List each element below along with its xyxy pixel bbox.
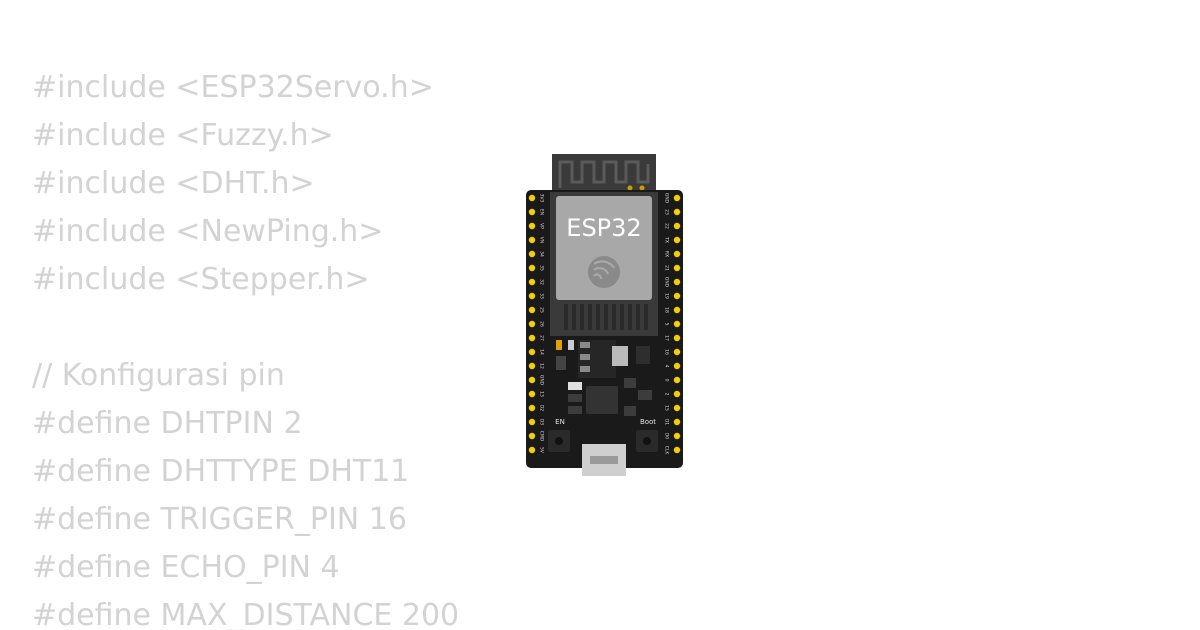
pin-label: 4 [664,365,670,368]
pin-label: 27 [539,335,545,341]
code-line: #include <Stepper.h> [32,262,370,297]
pin-label: CMD [539,431,545,442]
pin-label: 33 [539,293,545,299]
pin-label: RX [664,251,670,257]
pin-label: 12 [539,363,545,369]
en-label: EN [555,418,565,426]
pin-label: 18 [664,307,670,313]
rf-shield [556,196,652,300]
pin-label: 15 [664,405,670,411]
pin-label: 19 [664,293,670,299]
pin-label: 23 [664,209,670,215]
pin-label: 25 [539,307,545,313]
code-line: #define DHTTYPE DHT11 [32,454,410,489]
pin-label: 21 [664,265,670,271]
antenna-trace [558,160,650,188]
pin-label: 16 [664,349,670,355]
code-line-blank [32,304,512,352]
code-line: #define MAX_DISTANCE 200 [32,598,460,630]
pin-label: CLK [664,446,670,456]
pin-label: 2 [664,393,670,396]
pin-header-right [673,194,681,454]
code-line: #define TRIGGER_PIN 16 [32,502,407,537]
code-line: #define DHTPIN 2 [32,406,303,441]
pin-label: 14 [539,349,545,355]
pin-label: GND [664,193,670,204]
code-line: #include <DHT.h> [32,166,315,201]
code-line: #include <ESP32Servo.h> [32,70,434,105]
usb-uart-chip [586,386,618,414]
pin-label: D1 [664,419,670,425]
pin-label: 26 [539,321,545,327]
pin-label: GND [664,277,670,288]
code-line: #include <NewPing.h> [32,214,384,249]
esp32-board-graphic: ESP32 [526,154,683,476]
pin-label: TX [664,236,670,243]
code-line: #include <Fuzzy.h> [32,118,334,153]
pin-label: 22 [664,223,670,229]
code-preview: #include <ESP32Servo.h> #include <Fuzzy.… [32,64,512,630]
pin-label: D2 [539,405,545,411]
pin-label: 0 [664,379,670,382]
code-line: // Konfigurasi pin [32,358,285,393]
pin-label: VN [539,237,545,243]
pin-label: VP [539,223,545,229]
pin-label: EN [539,209,545,215]
esp32-board: ESP32 [520,150,690,480]
en-button-cap-icon [555,437,563,445]
pin-label: 5V [539,447,545,454]
pin-label: 13 [539,391,545,397]
regulator [612,346,628,366]
pin-label: 3V3 [539,194,545,203]
pin-header-left [528,194,536,454]
espressif-logo [588,256,620,288]
boot-label: Boot [640,418,656,426]
pin-label: D0 [664,433,670,439]
chip-label: ESP32 [566,214,641,242]
code-line: #define ECHO_PIN 4 [32,550,340,585]
pin-label: 17 [664,335,670,341]
pin-label: 35 [539,265,545,271]
pin-label: GND [539,375,545,386]
boot-button-cap-icon [643,437,651,445]
pin-label: 5 [664,323,670,326]
pin-label: 32 [539,279,545,285]
pin-label: D3 [539,419,545,425]
pin-label: 34 [539,251,545,257]
